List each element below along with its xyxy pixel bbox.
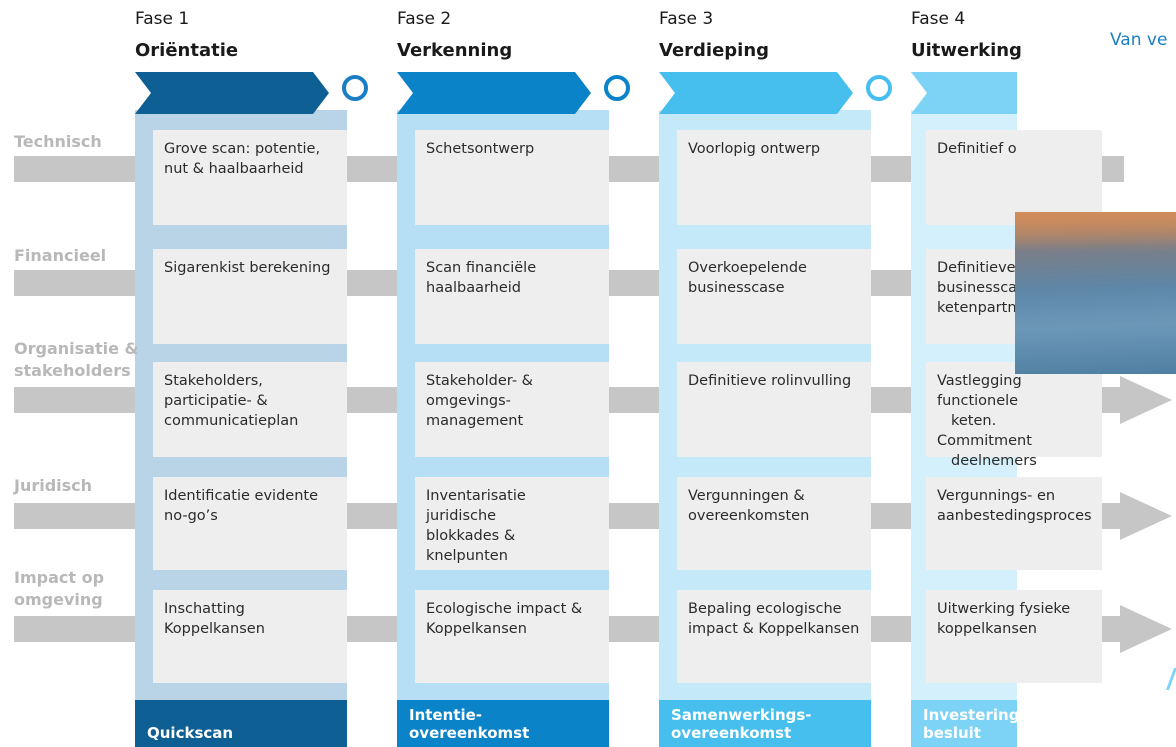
row-label-2: Organisatie &stakeholders <box>14 339 139 380</box>
phase-outcome-4: Investerings-besluit <box>911 700 1035 747</box>
outcome-line: Intentie- <box>409 706 482 724</box>
row-arrow-3 <box>1120 492 1172 540</box>
phase-name: Uitwerking <box>911 40 1022 61</box>
phase-1-cell-0: Grove scan: potentie,nut & haalbaarheid <box>153 130 347 225</box>
phase-1-cell-1: Sigarenkist berekening <box>153 249 347 344</box>
phase-3-cell-0: Voorlopig ontwerp <box>677 130 871 225</box>
photo-sky <box>1015 212 1176 252</box>
row-label-3: Juridisch <box>14 476 93 495</box>
phase-outcome-3: Samenwerkings-overeenkomst <box>659 700 871 747</box>
phase-number: Fase 2 <box>397 9 452 29</box>
tagline-text: Van ve <box>1110 30 1168 50</box>
phase-name: Verkenning <box>397 40 513 61</box>
outcome-line: Quickscan <box>147 724 234 742</box>
phase-chevron-4 <box>911 72 1017 114</box>
phase-number: Fase 3 <box>659 9 714 29</box>
phase-2-cell-0: Schetsontwerp <box>415 130 609 225</box>
phase-chevron-2 <box>397 72 591 114</box>
phase-outcome-1: Quickscan <box>135 700 347 747</box>
outcome-line: overeenkomst <box>409 724 530 742</box>
outcome-line: besluit <box>923 724 981 742</box>
milestone-circle-3 <box>866 75 892 101</box>
phase-chevron-1 <box>135 72 329 114</box>
row-arrow-4 <box>1120 605 1172 653</box>
phase-number: Fase 1 <box>135 9 190 29</box>
outcome-line: Samenwerkings- <box>671 706 812 724</box>
phase-1-cell-2: Stakeholders,participatie- &communicatie… <box>153 362 347 457</box>
phase-chevron-3 <box>659 72 853 114</box>
row-arrow-2 <box>1120 376 1172 424</box>
outcome-line: Investerings- <box>923 706 1035 724</box>
phase-name: Verdieping <box>659 40 770 61</box>
phase-3-cell-2: Definitieve rolinvulling <box>677 362 871 457</box>
milestone-circle-1 <box>342 75 368 101</box>
phase-4-cell-0: Definitief o <box>926 130 1102 225</box>
phase-2-cell-4: Ecologische impact &Koppelkansen <box>415 590 609 683</box>
corner-mark <box>1165 668 1176 690</box>
phase-2-cell-2: Stakeholder- &omgevings-management <box>415 362 609 457</box>
phase-name: Oriëntatie <box>135 40 239 61</box>
outcome-line: overeenkomst <box>671 724 792 742</box>
phase-number: Fase 4 <box>911 9 966 29</box>
row-label-0: Technisch <box>14 132 102 151</box>
phase-3-cell-3: Vergunningen &overeenkomsten <box>677 477 871 570</box>
milestone-circle-2 <box>604 75 630 101</box>
phase-outcome-2: Intentie-overeenkomst <box>397 700 609 747</box>
row-label-1: Financieel <box>14 246 107 265</box>
